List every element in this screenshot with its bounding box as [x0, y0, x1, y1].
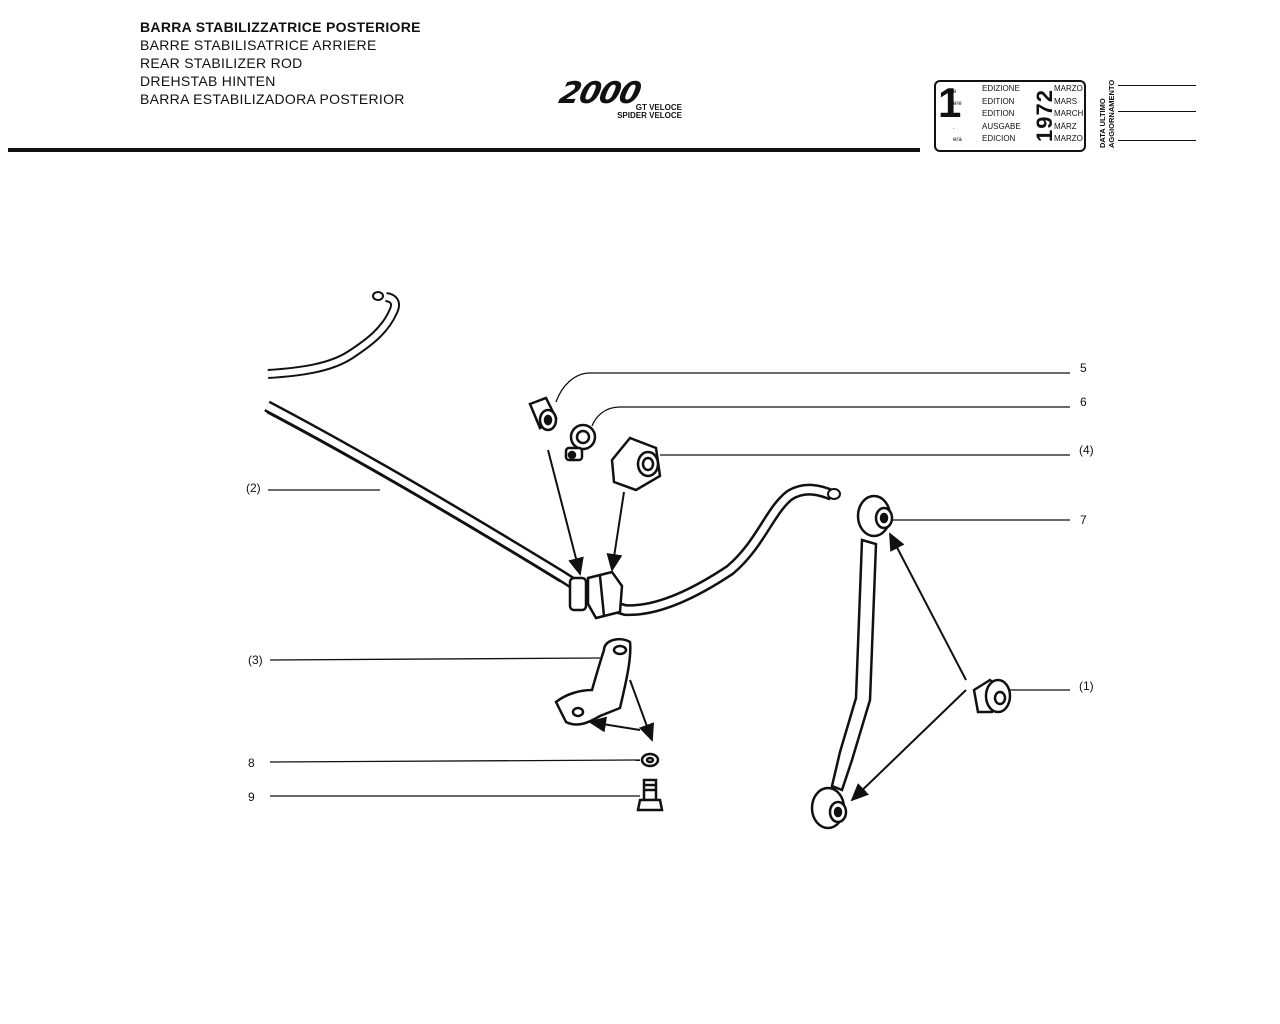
edition-word: EDITION: [982, 109, 1015, 118]
assembly-arrows: [547, 449, 967, 802]
callout-4: (4): [1079, 443, 1094, 457]
edition-suffix: ere: [953, 101, 962, 107]
edition-month: MARZO: [1054, 134, 1083, 143]
title-english: REAR STABILIZER ROD: [140, 55, 303, 71]
callout-3: (3): [248, 653, 263, 667]
part-8-washer: [640, 752, 660, 768]
part-3-bracket: [554, 638, 632, 726]
callout-8: 8: [248, 756, 255, 770]
callout-2: (2): [246, 481, 261, 495]
update-line: [1118, 140, 1196, 141]
model-gt-veloce: GT VELOCE: [635, 103, 682, 112]
edition-word: EDITION: [982, 96, 1015, 106]
title-spanish: BARRA ESTABILIZADORA POSTERIOR: [140, 91, 405, 107]
part-4-mount-block: [610, 436, 662, 492]
part-7-drop-link: [810, 494, 894, 830]
model-names: GT VELOCE SPIDER VELOCE: [600, 104, 682, 120]
edition-month: MARS: [1054, 96, 1078, 106]
edition-suffix: st: [953, 113, 958, 119]
edition-month: MÄRZ: [1054, 121, 1077, 131]
edition-box: [934, 80, 1086, 152]
update-line: [1118, 111, 1196, 112]
part-5-bushing: [528, 396, 558, 432]
edition-months: MARZO MARS MARCH MÄRZ MARZO: [1054, 83, 1083, 146]
part-9-bolt: [636, 778, 664, 812]
callout-1: (1): [1079, 679, 1094, 693]
edition-suffix: e: [953, 89, 957, 95]
callout-5: 5: [1080, 361, 1087, 375]
edition-month: MARCH: [1054, 109, 1084, 118]
title-italian: BARRA STABILIZZATRICE POSTERIORE: [140, 19, 421, 35]
edition-month: MARZO: [1054, 84, 1083, 93]
part-1-bushing: [972, 678, 1012, 714]
callout-6: 6: [1080, 395, 1087, 409]
title-block: BARRA STABILIZZATRICE POSTERIORE BARRE S…: [140, 18, 421, 108]
upper-bar-section: [267, 291, 400, 379]
model-spider-veloce: SPIDER VELOCE: [617, 111, 682, 120]
edition-number: 1: [938, 79, 962, 126]
edition-suffix: .: [953, 125, 955, 131]
title-french: BARRE STABILISATRICE ARRIERE: [140, 37, 377, 53]
callout-9: 9: [248, 790, 255, 804]
edition-word: EDIZIONE: [982, 84, 1020, 93]
update-line: [1118, 85, 1196, 86]
header-rule: [8, 148, 920, 152]
edition-word: AUSGABE: [982, 121, 1021, 131]
edition-suffix: era: [953, 137, 962, 143]
edition-words: EDIZIONE EDITION EDITION AUSGABE EDICION: [982, 83, 1021, 146]
stabilizer-bar: [264, 400, 841, 617]
title-german: DREHSTAB HINTEN: [140, 73, 276, 89]
callout-7: 7: [1080, 513, 1087, 527]
part-6-clamp-ring: [564, 423, 597, 462]
edition-word: EDICION: [982, 134, 1016, 143]
leader-lines: [268, 372, 1070, 797]
bar-bushing-assembly: [568, 570, 624, 620]
